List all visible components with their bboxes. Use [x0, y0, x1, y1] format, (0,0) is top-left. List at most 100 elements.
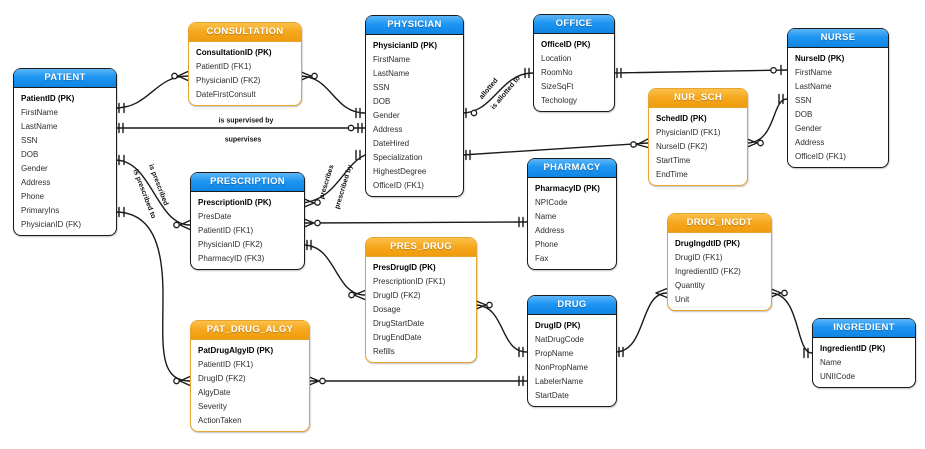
field-pres_drug-0[interactable]: PresDrugID (PK) [373, 263, 436, 272]
field-pharmacy-3[interactable]: Address [535, 226, 565, 235]
field-pat_drug_algy-3[interactable]: AlgyDate [198, 388, 231, 397]
table-header-nur_sch[interactable]: NUR_SCH [649, 89, 747, 108]
field-pat_drug_algy-4[interactable]: Severity [198, 402, 227, 411]
field-pres_drug-1[interactable]: PrescriptionID (FK1) [373, 277, 446, 286]
table-pres_drug[interactable]: PRES_DRUG PresDrugID (PK) PrescriptionID … [365, 237, 477, 363]
field-pharmacy-1[interactable]: NPICode [535, 198, 568, 207]
field-drug-1[interactable]: NatDrugCode [535, 335, 584, 344]
table-header-pres_drug[interactable]: PRES_DRUG [366, 238, 476, 257]
field-patient-9[interactable]: PhysicianID (FK) [21, 220, 82, 229]
table-header-consultation[interactable]: CONSULTATION [189, 23, 301, 42]
field-consultation-3[interactable]: DateFirstConsult [196, 90, 256, 99]
field-physician-10[interactable]: OfficeID (FK1) [373, 181, 424, 190]
field-patient-6[interactable]: Address [21, 178, 51, 187]
field-drug_ingdt-0[interactable]: DrugIngdtID (PK) [675, 239, 740, 248]
field-physician-7[interactable]: DateHired [373, 139, 410, 148]
field-physician-6[interactable]: Address [373, 125, 403, 134]
field-nurse-4[interactable]: DOB [795, 110, 813, 119]
field-nurse-5[interactable]: Gender [795, 124, 822, 133]
field-drug-0[interactable]: DrugID (PK) [535, 321, 581, 330]
table-prescription[interactable]: PRESCRIPTION PrescriptionID (PK) PresDate… [190, 172, 305, 270]
field-physician-2[interactable]: LastName [373, 69, 410, 78]
field-physician-0[interactable]: PhysicianID (PK) [373, 41, 438, 50]
field-physician-3[interactable]: SSN [373, 83, 390, 92]
field-drug-4[interactable]: LabelerName [535, 377, 584, 386]
field-ingredient-0[interactable]: IngredientID (PK) [820, 344, 886, 353]
table-nur_sch[interactable]: NUR_SCH SchedID (PK) PhysicianID (FK1) Nur… [648, 88, 748, 186]
field-pres_drug-5[interactable]: DrugEndDate [373, 333, 422, 342]
field-nur_sch-2[interactable]: NurseID (FK2) [656, 142, 708, 151]
table-header-physician[interactable]: PHYSICIAN [366, 16, 463, 35]
field-pat_drug_algy-0[interactable]: PatDrugAlgyID (PK) [198, 346, 274, 355]
field-office-3[interactable]: SizeSqFt [541, 82, 574, 91]
field-drug_ingdt-2[interactable]: IngredientID (FK2) [675, 267, 741, 276]
field-pres_drug-4[interactable]: DrugStartDate [373, 319, 425, 328]
field-physician-1[interactable]: FirstName [373, 55, 410, 64]
field-drug-3[interactable]: NonPropName [535, 363, 588, 372]
field-patient-8[interactable]: PrimaryIns [21, 206, 60, 215]
field-nurse-6[interactable]: Address [795, 138, 825, 147]
field-patient-2[interactable]: LastName [21, 122, 58, 131]
field-nur_sch-0[interactable]: SchedID (PK) [656, 114, 707, 123]
field-patient-1[interactable]: FirstName [21, 108, 58, 117]
field-pharmacy-5[interactable]: Fax [535, 254, 549, 263]
field-nurse-2[interactable]: LastName [795, 82, 832, 91]
field-drug_ingdt-1[interactable]: DrugID (FK1) [675, 253, 723, 262]
table-header-drug_ingdt[interactable]: DRUG_INGDT [668, 214, 771, 233]
field-pat_drug_algy-2[interactable]: DrugID (FK2) [198, 374, 246, 383]
table-header-drug[interactable]: DRUG [528, 296, 616, 315]
field-nurse-3[interactable]: SSN [795, 96, 812, 105]
field-pres_drug-2[interactable]: DrugID (FK2) [373, 291, 421, 300]
field-physician-5[interactable]: Gender [373, 111, 400, 120]
field-office-4[interactable]: Techology [541, 96, 578, 105]
field-consultation-1[interactable]: PatientID (FK1) [196, 62, 252, 71]
field-office-2[interactable]: RoomNo [541, 68, 573, 77]
field-consultation-0[interactable]: ConsultationID (PK) [196, 48, 272, 57]
field-nurse-0[interactable]: NurseID (PK) [795, 54, 845, 63]
field-pres_drug-3[interactable]: Dosage [373, 305, 401, 314]
field-pat_drug_algy-1[interactable]: PatientID (FK1) [198, 360, 254, 369]
field-ingredient-2[interactable]: UNIICode [820, 372, 856, 381]
table-header-nurse[interactable]: NURSE [788, 29, 888, 48]
field-physician-9[interactable]: HighestDegree [373, 167, 427, 176]
field-patient-3[interactable]: SSN [21, 136, 38, 145]
field-ingredient-1[interactable]: Name [820, 358, 842, 367]
field-prescription-3[interactable]: PhysicianID (FK2) [198, 240, 263, 249]
field-nur_sch-3[interactable]: StartTime [656, 156, 691, 165]
field-nur_sch-1[interactable]: PhysicianID (FK1) [656, 128, 721, 137]
field-patient-7[interactable]: Phone [21, 192, 45, 201]
table-header-prescription[interactable]: PRESCRIPTION [191, 173, 304, 192]
field-pat_drug_algy-5[interactable]: ActionTaken [198, 416, 242, 425]
field-consultation-2[interactable]: PhysicianID (FK2) [196, 76, 261, 85]
table-header-pat_drug_algy[interactable]: PAT_DRUG_ALGY [191, 321, 309, 340]
field-prescription-4[interactable]: PharmacyID (FK3) [198, 254, 265, 263]
field-prescription-1[interactable]: PresDate [198, 212, 232, 221]
field-prescription-2[interactable]: PatientID (FK1) [198, 226, 254, 235]
field-drug-5[interactable]: StartDate [535, 391, 569, 400]
field-physician-8[interactable]: Specialization [373, 153, 423, 162]
field-patient-4[interactable]: DOB [21, 150, 39, 159]
field-patient-0[interactable]: PatientID (PK) [21, 94, 75, 103]
table-drug_ingdt[interactable]: DRUG_INGDT DrugIngdtID (PK) DrugID (FK1) I… [667, 213, 772, 311]
field-nur_sch-4[interactable]: EndTime [656, 170, 688, 179]
field-patient-5[interactable]: Gender [21, 164, 48, 173]
field-prescription-0[interactable]: PrescriptionID (PK) [198, 198, 272, 207]
field-drug_ingdt-3[interactable]: Quantity [675, 281, 705, 290]
table-header-ingredient[interactable]: INGREDIENT [813, 319, 915, 338]
table-header-patient[interactable]: PATIENT [14, 69, 116, 88]
field-physician-4[interactable]: DOB [373, 97, 391, 106]
table-pat_drug_algy[interactable]: PAT_DRUG_ALGY PatDrugAlgyID (PK) PatientI… [190, 320, 310, 432]
field-pharmacy-2[interactable]: Name [535, 212, 557, 221]
field-nurse-7[interactable]: OfficeID (FK1) [795, 152, 846, 161]
field-pharmacy-4[interactable]: Phone [535, 240, 559, 249]
field-pharmacy-0[interactable]: PharmacyID (PK) [535, 184, 600, 193]
field-nurse-1[interactable]: FirstName [795, 68, 832, 77]
field-office-1[interactable]: Location [541, 54, 572, 63]
field-drug_ingdt-4[interactable]: Unit [675, 295, 690, 304]
